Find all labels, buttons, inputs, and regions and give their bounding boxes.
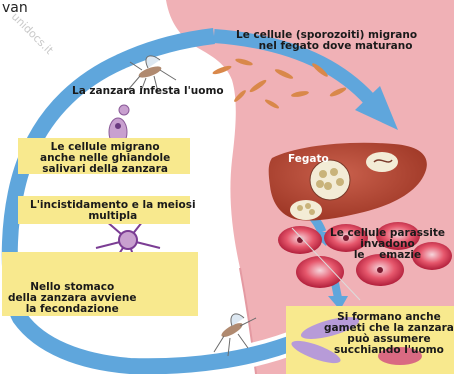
label-fegato: Fegato	[288, 154, 329, 165]
label-gameti-line-4: succhiando l'uomo	[324, 345, 454, 356]
label-meiosi: L'incistidamento e la meiosi multipla	[30, 200, 196, 222]
label-ghiandole-line-3: salivari della zanzara	[40, 164, 170, 175]
label-gameti: Si formano anche gameti che la zanzara p…	[324, 312, 454, 356]
label-parassite: Le cellule parassite invadono le emazie	[330, 228, 445, 261]
label-sporozoiti: Le cellule (sporozoiti) migrano nel fega…	[236, 30, 417, 52]
label-sporozoiti-line-2: nel fegato dove maturano	[236, 41, 417, 52]
label-stomaco: Nello stomaco della zanzara avviene la f…	[8, 282, 136, 315]
label-ghiandole: Le cellule migrano anche nelle ghiandole…	[40, 142, 170, 175]
label-infesta: La zanzara infesta l'uomo	[72, 86, 224, 97]
label-meiosi-line-2: multipla	[30, 211, 196, 222]
label-stomaco-line-3: la fecondazione	[8, 304, 136, 315]
label-parassite-line-3: le emazie	[330, 250, 445, 261]
